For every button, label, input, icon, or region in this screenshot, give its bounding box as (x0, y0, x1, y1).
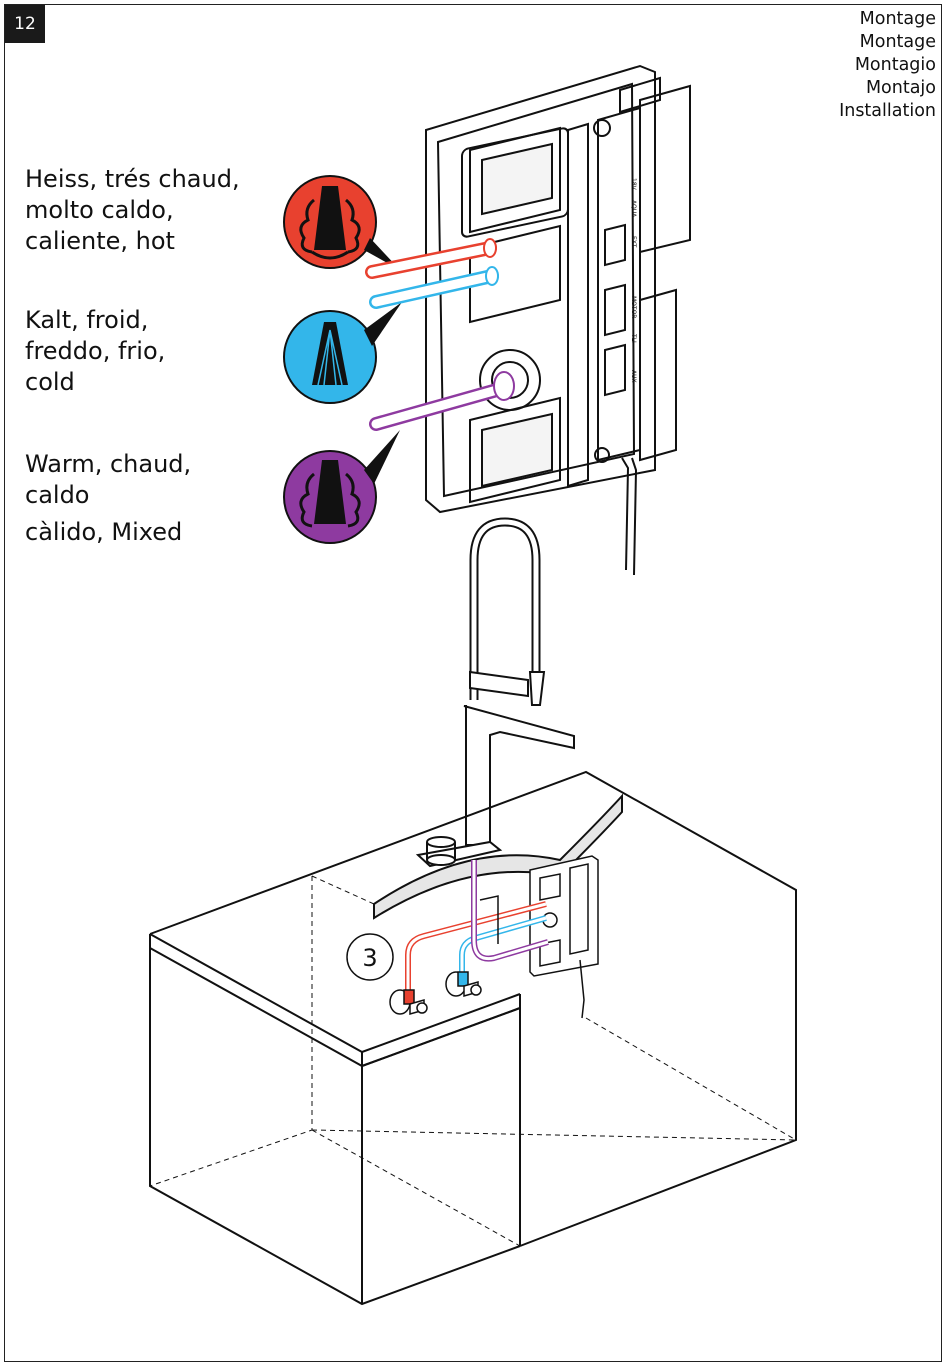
control-unit (425, 64, 691, 576)
panel-label: EXT (630, 236, 637, 248)
cold-water-badge (283, 302, 402, 404)
legend-mixed-text: Warm, chaud, caldo càlido, Mixed (25, 449, 191, 548)
hot-angle-valve (389, 989, 428, 1015)
step-indicator: 3 (346, 933, 394, 981)
mixed-spray-icon (299, 460, 361, 528)
hot-supply-hose (405, 901, 547, 1000)
panel-labels: 18V AQUA EXT MOTOR TLI AUX (630, 178, 637, 383)
panel-label: MOTOR (630, 296, 637, 318)
cabinet (149, 770, 797, 1306)
hot-pipe (365, 238, 497, 279)
step-number: 3 (362, 944, 377, 972)
cold-spray-icon (312, 322, 348, 386)
legend-hot-text: Heiss, trés chaud, molto caldo, caliente… (25, 164, 240, 257)
legend-mixed-line: Warm, chaud, (25, 450, 192, 478)
legend-cold-line: freddo, frio, (25, 337, 166, 365)
kitchen-faucet (415, 517, 575, 868)
section-headings: Montage Montage Montagio Montajo Install… (839, 8, 936, 123)
heading-es: Montajo (865, 78, 936, 98)
panel-label: AQUA (630, 200, 637, 218)
control-unit-installed (529, 855, 599, 1019)
cold-angle-valve (445, 971, 482, 997)
panel-label: AUX (630, 370, 637, 383)
cabinet-hidden-edges (149, 875, 797, 1247)
mixed-water-badge (283, 430, 400, 544)
legend-hot-line: caliente, hot (25, 227, 175, 255)
legend-cold-line: cold (25, 368, 75, 396)
panel-label: 18V (630, 178, 637, 191)
legend-hot-line: Heiss, trés chaud, (25, 165, 240, 193)
legend-cold-line: Kalt, froid, (25, 306, 149, 334)
legend-mixed-line: càlido, Mixed (25, 518, 183, 546)
mixed-outlet-hose (471, 860, 549, 962)
heading-it: Montagio (854, 55, 936, 75)
heading-de: Montage (859, 9, 936, 29)
hot-water-badge (283, 175, 400, 270)
legend-mixed-line: caldo (25, 481, 90, 509)
cold-pipe (369, 266, 499, 309)
page-frame (4, 4, 942, 1362)
legend-cold-text: Kalt, froid, freddo, frio, cold (25, 305, 165, 398)
heading-en: Installation (839, 101, 936, 121)
panel-label: TLI (630, 333, 637, 343)
heading-fr: Montage (859, 32, 936, 52)
mixed-pipe (369, 371, 515, 431)
page-number: 12 (5, 5, 45, 43)
hot-spray-icon (299, 186, 361, 260)
legend-hot-line: molto caldo, (25, 196, 174, 224)
